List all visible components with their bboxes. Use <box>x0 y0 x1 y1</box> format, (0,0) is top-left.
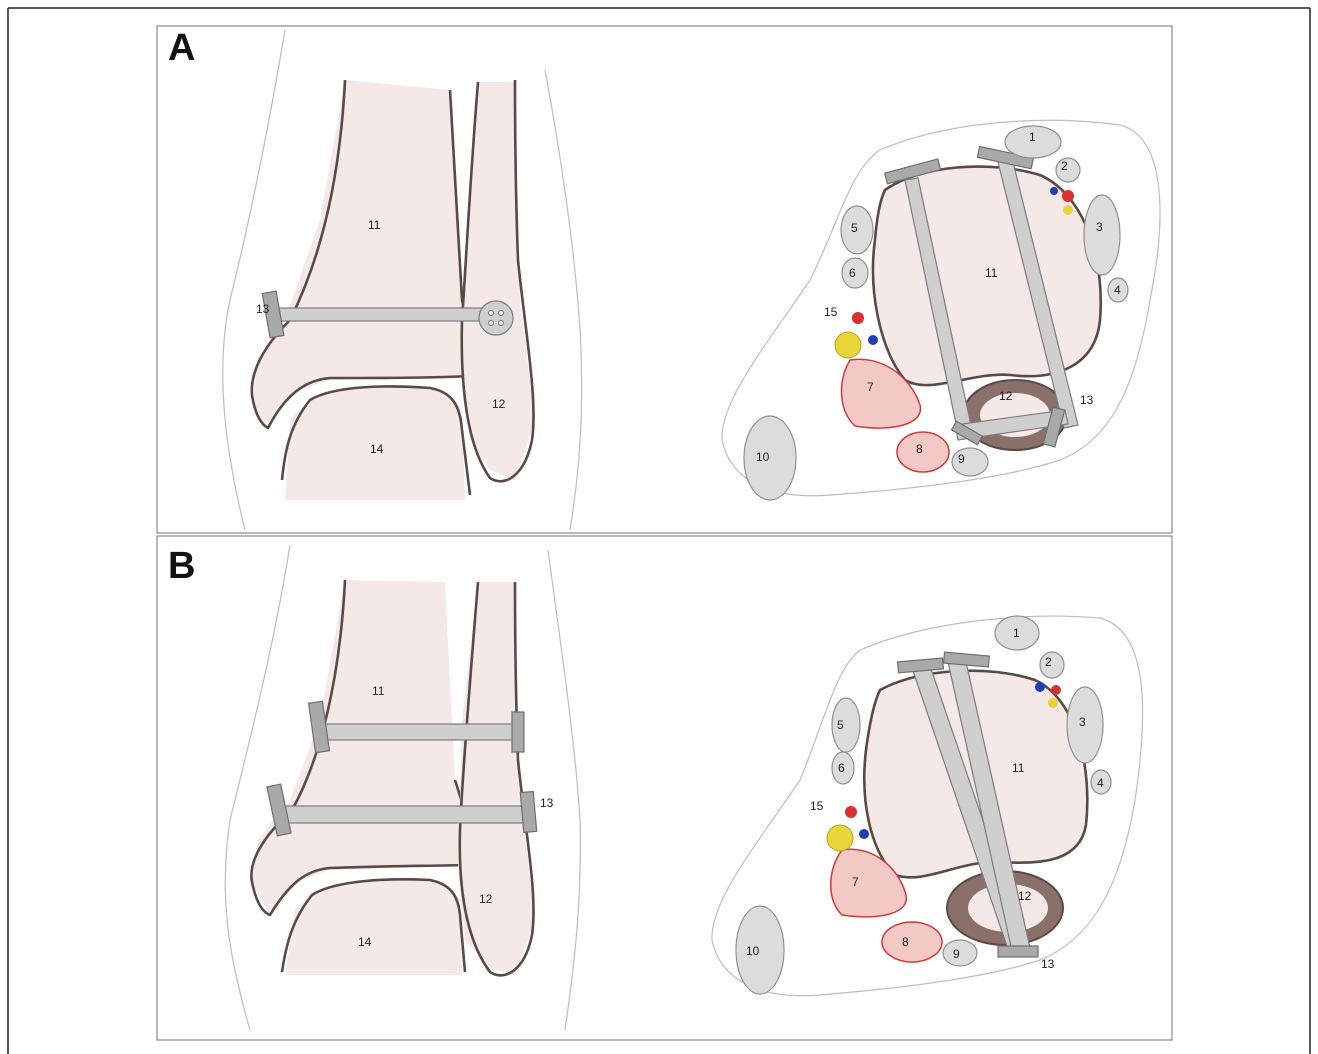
panel-b-axial-plate-3 <box>998 946 1038 957</box>
panel-a-tendon-10 <box>744 416 796 500</box>
panel-a-artery <box>852 312 864 324</box>
panel-b-label-12: 12 <box>479 892 493 906</box>
panel-b-letter: B <box>168 545 195 587</box>
panel-a-axial-label-12: 12 <box>999 389 1013 403</box>
panel-a: A 11 13 12 14 <box>157 26 1172 533</box>
panel-a-tendon-2 <box>1056 158 1080 182</box>
panel-a-button-plate <box>479 301 513 335</box>
panel-b-screw-lower-washer-lateral <box>520 791 536 832</box>
panel-b-axial-label-3: 3 <box>1079 715 1086 729</box>
panel-a-screw-shaft <box>275 308 493 321</box>
panel-b-artery <box>845 806 857 818</box>
panel-a-axial-label-2: 2 <box>1061 159 1068 173</box>
panel-a-axial-label-3: 3 <box>1096 220 1103 234</box>
panel-a-button-hole <box>489 321 494 326</box>
panel-b-axial-label-11: 11 <box>1012 761 1025 775</box>
panel-a-axial-label-4: 4 <box>1114 283 1121 297</box>
panel-a-label-13: 13 <box>256 302 270 316</box>
panel-a-button-hole <box>499 311 504 316</box>
panel-b-tendon-9 <box>943 940 977 966</box>
panel-a-vein <box>868 335 878 345</box>
panel-b-anterior-vein <box>1035 682 1045 692</box>
panel-a-axial-label-6: 6 <box>849 266 856 280</box>
panel-b-axial-label-7: 7 <box>852 875 859 889</box>
panel-b-axial-label-15: 15 <box>810 799 824 813</box>
panel-a-axial-label-10: 10 <box>756 450 770 464</box>
panel-b-tendon-2 <box>1040 652 1064 678</box>
panel-a-button-hole <box>489 311 494 316</box>
panel-b: B 11 13 12 14 <box>157 536 1172 1040</box>
panel-b-axial-label-1: 1 <box>1013 626 1020 640</box>
panel-b-axial-label-5: 5 <box>837 718 844 732</box>
panel-b-label-14: 14 <box>358 935 372 949</box>
panel-a-axial-label-7: 7 <box>867 380 874 394</box>
panel-b-muscle-8 <box>882 922 942 962</box>
panel-a-label-12: 12 <box>492 397 506 411</box>
panel-b-axial-label-13: 13 <box>1041 957 1055 971</box>
panel-a-label-14: 14 <box>370 442 384 456</box>
panel-a-letter: A <box>168 27 195 69</box>
panel-b-axial-label-8: 8 <box>902 935 909 949</box>
panel-a-label-11: 11 <box>368 218 381 232</box>
panel-a-anterior-vein <box>1050 187 1058 195</box>
panel-b-screw-upper-shaft <box>322 724 517 740</box>
panel-b-nerve <box>827 825 853 851</box>
panel-b-axial-label-4: 4 <box>1097 776 1104 790</box>
panel-a-button-hole <box>499 321 504 326</box>
panel-a-tendon-3 <box>1084 195 1120 275</box>
panel-a-axial-label-8: 8 <box>916 442 923 456</box>
panel-b-anterior-nerve <box>1048 698 1058 708</box>
panel-b-tendon-10 <box>736 906 784 994</box>
panel-b-vein <box>859 829 869 839</box>
panel-a-axial-label-15: 15 <box>824 305 838 319</box>
panel-a-axial-label-1: 1 <box>1029 130 1036 144</box>
panel-a-axial-label-5: 5 <box>851 221 858 235</box>
panel-b-axial-label-6: 6 <box>838 761 845 775</box>
panel-b-anterior-artery <box>1051 685 1061 695</box>
panel-a-anterior-artery <box>1062 190 1074 202</box>
panel-a-axial-label-9: 9 <box>958 452 965 466</box>
panel-a-axial-label-13: 13 <box>1080 393 1094 407</box>
panel-b-label-13: 13 <box>540 796 554 810</box>
panel-b-axial-label-9: 9 <box>953 947 960 961</box>
panel-a-axial-label-11: 11 <box>985 266 998 280</box>
panel-b-screw-lower-shaft <box>280 806 530 823</box>
panel-b-screw-upper-washer-lateral <box>512 712 524 752</box>
panel-b-axial-label-12: 12 <box>1018 889 1032 903</box>
panel-a-anterior-nerve <box>1063 205 1073 215</box>
panel-b-axial-label-10: 10 <box>746 944 760 958</box>
panel-b-axial-label-2: 2 <box>1045 655 1052 669</box>
panel-a-nerve <box>835 332 861 358</box>
panel-a-muscle-8 <box>897 432 949 472</box>
panel-b-label-11: 11 <box>372 684 385 698</box>
